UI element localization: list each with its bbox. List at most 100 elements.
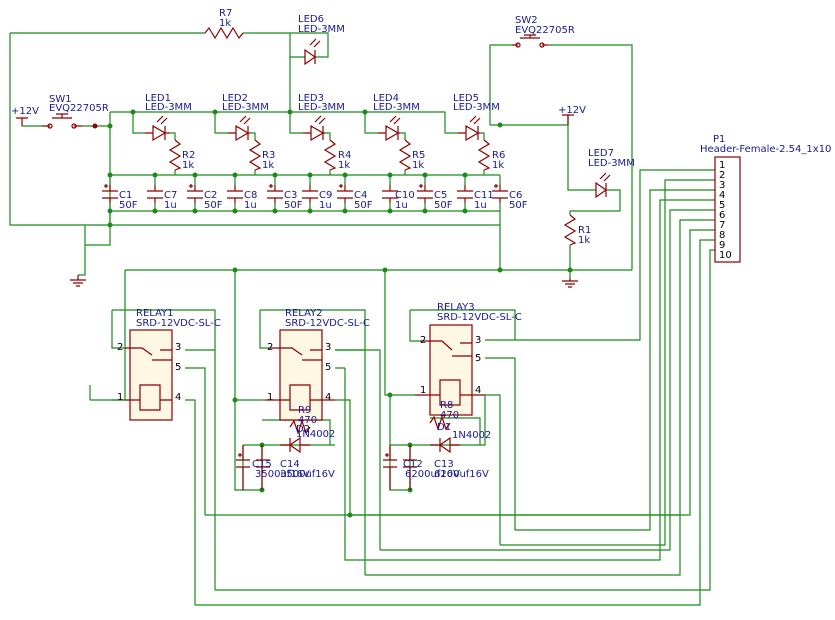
- svg-text:R9: R9: [298, 405, 311, 416]
- resistor-r6: R6 1k: [477, 139, 505, 171]
- svg-text:LED-3MM: LED-3MM: [298, 24, 345, 35]
- resistor-r1: R1 1k: [563, 214, 591, 246]
- svg-text:C3: C3: [284, 190, 297, 201]
- svg-text:1k: 1k: [262, 160, 274, 171]
- svg-text:1u: 1u: [319, 200, 332, 211]
- svg-text:C12: C12: [403, 459, 423, 470]
- svg-text:C4: C4: [354, 190, 367, 201]
- led-row: LED1 LED-3MM LED2 LED-3MM LED3 LED-3MM L…: [145, 93, 500, 142]
- led6: LED6 LED-3MM: [298, 14, 345, 66]
- svg-text:4: 4: [175, 392, 181, 403]
- svg-text:1: 1: [719, 160, 725, 171]
- power-symbol-right: +12V: [558, 105, 586, 125]
- svg-text:SRD-12VDC-SL-C: SRD-12VDC-SL-C: [285, 318, 370, 329]
- svg-text:LED5: LED5: [453, 93, 479, 104]
- relay3-driver: R8 470 D1 1N4002 C12 6200uf16V C13 6200u…: [383, 400, 491, 490]
- svg-text:3: 3: [325, 342, 331, 353]
- svg-text:1u: 1u: [395, 200, 408, 211]
- svg-text:LED-3MM: LED-3MM: [373, 102, 420, 113]
- svg-text:1: 1: [267, 392, 273, 403]
- svg-text:2: 2: [719, 170, 725, 181]
- svg-text:C11: C11: [474, 190, 494, 201]
- svg-text:3: 3: [719, 180, 725, 191]
- svg-text:2: 2: [267, 342, 273, 353]
- svg-text:2: 2: [420, 335, 426, 346]
- svg-text:1u: 1u: [164, 200, 177, 211]
- svg-text:3500uf16V: 3500uf16V: [255, 469, 310, 480]
- svg-text:7: 7: [719, 220, 725, 231]
- resistor-r5: R5 1k: [398, 139, 425, 171]
- svg-text:D2: D2: [296, 424, 310, 435]
- svg-text:1: 1: [117, 392, 123, 403]
- svg-text:1k: 1k: [338, 160, 350, 171]
- svg-text:LED1: LED1: [145, 93, 171, 104]
- svg-text:SRD-12VDC-SL-C: SRD-12VDC-SL-C: [437, 312, 522, 323]
- svg-text:6200uf16V: 6200uf16V: [405, 469, 460, 480]
- svg-text:+12V: +12V: [11, 106, 39, 117]
- header-p1: P1 Header-Female-2.54_1x10 1 2 3 4 5 6 7…: [700, 134, 831, 263]
- svg-text:EVQ22705R: EVQ22705R: [49, 103, 109, 114]
- svg-text:C5: C5: [434, 190, 447, 201]
- resistor-r3: R3 1k: [248, 139, 275, 171]
- svg-text:6: 6: [719, 210, 725, 221]
- svg-text:LED-3MM: LED-3MM: [222, 102, 269, 113]
- svg-text:1k: 1k: [492, 160, 504, 171]
- power-symbol-left: +12V: [11, 106, 39, 126]
- svg-text:6200uf16V: 6200uf16V: [434, 469, 489, 480]
- svg-text:C9: C9: [319, 190, 332, 201]
- svg-text:SW2: SW2: [515, 15, 538, 26]
- svg-text:470: 470: [298, 415, 317, 426]
- svg-text:1N4002: 1N4002: [296, 429, 335, 440]
- svg-text:5: 5: [475, 353, 481, 364]
- relay-3: RELAY3 SRD-12VDC-SL-C 2 3 5 1 4: [415, 302, 522, 416]
- svg-text:C13: C13: [434, 459, 454, 470]
- svg-text:10: 10: [719, 250, 732, 261]
- svg-text:5: 5: [175, 362, 181, 373]
- svg-text:D1: D1: [437, 422, 451, 433]
- svg-text:R8: R8: [440, 400, 453, 411]
- svg-text:50F: 50F: [509, 200, 528, 211]
- led-resistors: R2 1k R3 1k R4 1k R5 1k R6 1k: [168, 139, 505, 171]
- svg-text:1u: 1u: [474, 200, 487, 211]
- resistor-r2: R2 1k: [168, 139, 195, 171]
- svg-text:+12V: +12V: [558, 105, 586, 116]
- led3: LED3 LED-3MM: [298, 93, 345, 142]
- svg-text:LED-3MM: LED-3MM: [453, 102, 500, 113]
- led4: LED4 LED-3MM: [373, 93, 420, 142]
- svg-text:50F: 50F: [434, 200, 453, 211]
- svg-text:Header-Female-2.54_1x10: Header-Female-2.54_1x10: [700, 144, 831, 155]
- svg-text:4: 4: [719, 190, 725, 201]
- relay-2: RELAY2 SRD-12VDC-SL-C 2 3 5 1 4: [265, 308, 370, 421]
- ground-symbol-left: [70, 275, 86, 287]
- svg-text:3: 3: [475, 335, 481, 346]
- svg-text:4: 4: [475, 385, 481, 396]
- resistor-r4: R4 1k: [323, 139, 351, 171]
- svg-text:1: 1: [420, 385, 426, 396]
- relay-1: RELAY1 SRD-12VDC-SL-C 2 3 5 1 4: [117, 308, 221, 421]
- svg-text:C14: C14: [280, 459, 300, 470]
- svg-text:3500uf16V: 3500uf16V: [280, 469, 335, 480]
- svg-text:SW1: SW1: [49, 94, 72, 105]
- svg-text:1k: 1k: [578, 235, 590, 246]
- svg-text:C1: C1: [119, 190, 132, 201]
- junctions: [107, 109, 573, 518]
- svg-text:R7: R7: [219, 8, 232, 19]
- svg-text:1k: 1k: [412, 160, 424, 171]
- svg-text:RELAY2: RELAY2: [285, 308, 323, 319]
- svg-text:R3: R3: [262, 150, 275, 161]
- svg-text:9: 9: [719, 240, 725, 251]
- svg-text:LED4: LED4: [373, 93, 399, 104]
- svg-text:R6: R6: [492, 150, 505, 161]
- svg-text:C15: C15: [252, 459, 272, 470]
- svg-text:EVQ22705R: EVQ22705R: [515, 25, 575, 36]
- svg-text:LED2: LED2: [222, 93, 248, 104]
